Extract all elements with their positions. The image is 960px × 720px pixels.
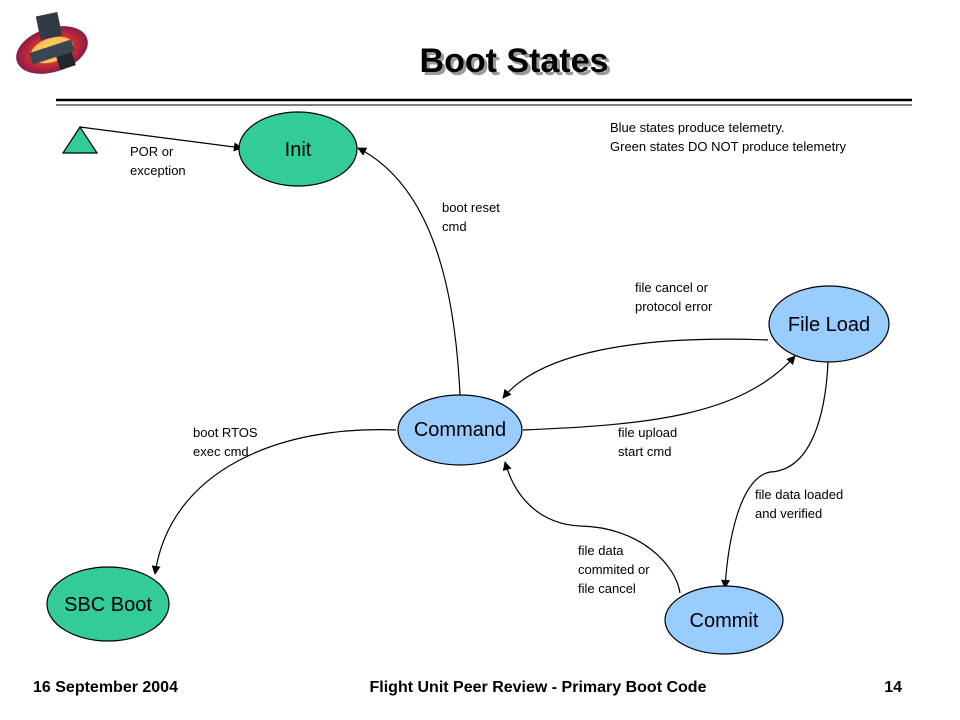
edge-label-line: file cancel <box>578 581 636 596</box>
state-command[interactable]: Command <box>397 394 523 466</box>
edge-label-line: file data loaded <box>755 487 843 502</box>
edge-boot-reset <box>357 147 461 396</box>
edge-file-cancel <box>502 338 769 399</box>
edge-label-line: and verified <box>755 506 822 521</box>
edge-boot-rtos <box>151 429 397 575</box>
edge-label-line: cmd <box>442 219 467 234</box>
edge-label-line: boot RTOS <box>193 425 258 440</box>
state-file-load-shape <box>768 285 890 363</box>
edge-label-line: POR or <box>130 144 174 159</box>
edge-file-upload <box>522 355 796 431</box>
state-file-load-label: File Load <box>788 314 870 336</box>
page-title: Boot States <box>420 42 609 80</box>
edge-label-line: exception <box>130 163 186 178</box>
edge-label-line: start cmd <box>618 444 671 459</box>
edge-label-boot-rtos: boot RTOS exec cmd <box>193 425 258 459</box>
state-commit[interactable]: Commit <box>664 585 784 655</box>
state-sbc-boot-label: SBC Boot <box>64 594 152 616</box>
state-command-label: Command <box>414 419 506 441</box>
edge-file-commited <box>502 461 681 594</box>
state-init[interactable]: Init <box>238 111 358 187</box>
legend-green-states: Green states DO NOT produce telemetry <box>610 139 847 154</box>
edge-label-file-cancel: file cancel or protocol error <box>635 280 713 314</box>
state-file-load[interactable]: File Load <box>768 285 890 363</box>
state-command-shape <box>397 394 523 466</box>
state-sbc-boot[interactable]: SBC Boot <box>46 566 170 642</box>
edge-label-file-upload: file upload start cmd <box>618 425 677 459</box>
logo-icon <box>16 11 88 74</box>
state-commit-label: Commit <box>690 610 759 632</box>
edge-por <box>79 126 243 152</box>
state-init-shape <box>238 111 358 187</box>
edge-label-line: file data <box>578 543 624 558</box>
footer-title: Flight Unit Peer Review - Primary Boot C… <box>370 679 707 696</box>
page-title-shadow: Boot States <box>423 45 612 83</box>
footer-date: 16 September 2004 <box>33 679 178 696</box>
edge-label-line: protocol error <box>635 299 713 314</box>
edge-label-boot-reset: boot reset cmd <box>442 200 500 234</box>
state-sbc-boot-shape <box>46 566 170 642</box>
edge-label-por: POR or exception <box>130 144 186 178</box>
edge-label-file-loaded: file data loaded and verified <box>755 487 843 521</box>
edge-label-line: boot reset <box>442 200 500 215</box>
edge-label-line: file cancel or <box>635 280 709 295</box>
edge-label-line: commited or <box>578 562 650 577</box>
start-marker-icon <box>61 125 99 154</box>
edge-label-line: file upload <box>618 425 677 440</box>
footer-page-number: 14 <box>884 679 902 696</box>
state-commit-shape <box>664 585 784 655</box>
edge-label-line: exec cmd <box>193 444 249 459</box>
edge-file-loaded <box>721 361 829 589</box>
edge-label-file-commited: file data commited or file cancel <box>578 543 650 596</box>
legend-blue-states: Blue states produce telemetry. <box>610 120 785 135</box>
state-init-label: Init <box>285 139 312 161</box>
